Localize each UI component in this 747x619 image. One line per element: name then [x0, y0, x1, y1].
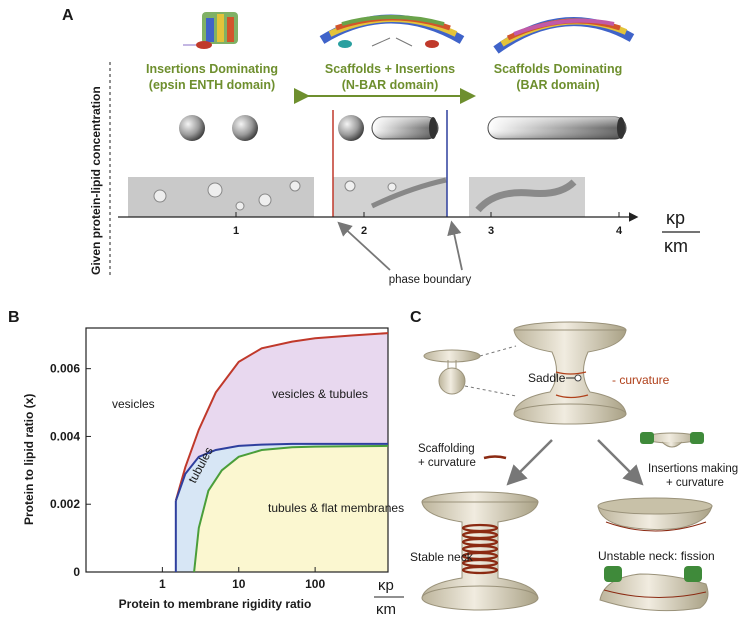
scaffolding-label-line2: + curvature [418, 457, 476, 469]
boundary-line-blue [174, 442, 388, 502]
panel-a: A Given protein-lipid concentration [62, 7, 700, 286]
panel-a-label: A [62, 7, 74, 24]
enth-structure-illustration [183, 12, 238, 49]
unstable-neck-label: Unstable neck: fission [598, 549, 715, 563]
vesicle-sphere [232, 115, 258, 141]
panel-b-x-axis-label: Protein to membrane rigidity ratio [119, 597, 312, 611]
insertions-label-line1: Insertions making [648, 463, 738, 475]
stable-neck-illustration [421, 491, 539, 611]
region-fill-tubules-flat [194, 445, 388, 572]
panel-a-tick-label: 2 [361, 225, 367, 237]
region-label-vesicles: vesicles [112, 397, 155, 411]
arrow-to-unstable-neck [597, 439, 644, 486]
phase-boundary-arrow-left [337, 221, 391, 271]
em-micrograph-tubules [469, 177, 585, 217]
panel-c: C Saddle - curvature Scaffolding + curva… [410, 309, 738, 612]
insertion-proteins-illustration [640, 432, 704, 448]
regime-1-subtitle: (epsin ENTH domain) [149, 78, 275, 92]
scaffolding-label-line1: Scaffolding [418, 443, 475, 455]
regime-1-title: Insertions Dominating [146, 62, 278, 76]
panel-a-tick-label: 1 [233, 225, 239, 237]
unstable-neck-illustration [597, 497, 713, 612]
panel-a-tick-label: 4 [616, 225, 623, 237]
panel-a-kappa-denominator: κm [664, 236, 688, 256]
x-tick-label: 1 [159, 577, 166, 591]
y-tick-label: 0.006 [50, 362, 80, 376]
short-tubule-shape [371, 116, 439, 140]
y-tick-label: 0.002 [50, 497, 80, 511]
panel-c-label: C [410, 309, 422, 326]
small-membrane-bud-illustration [423, 345, 517, 397]
regime-2-subtitle: (N-BAR domain) [342, 78, 439, 92]
boundary-line-red [174, 332, 389, 502]
panel-b-kappa-numerator: κp [378, 577, 394, 594]
scaffold-protein-icon [483, 455, 507, 460]
panel-b-chart: 1 10 100 0 0.002 0.004 0.006 [50, 327, 389, 591]
insertions-label-line2: + curvature [666, 477, 724, 489]
panel-b: B Protein to lipid ratio (x) 1 10 100 0 0.00… [8, 309, 404, 618]
region-label-tubules-flat-membranes: tubules & flat membranes [268, 501, 404, 515]
arrow-to-stable-neck [506, 439, 553, 486]
vesicle-sphere [179, 115, 205, 141]
x-tick-label: 100 [305, 577, 325, 591]
phase-boundary-label: phase boundary [389, 274, 472, 286]
panel-a-y-axis-label: Given protein-lipid concentration [89, 86, 103, 275]
regime-2-title: Scaffolds + Insertions [325, 62, 455, 76]
saddle-label: Saddle [528, 371, 566, 385]
long-tubule-shape [487, 116, 627, 140]
panel-b-label: B [8, 309, 20, 326]
panel-b-plot-frame [85, 327, 389, 573]
panel-a-kappa-numerator: κp [666, 208, 685, 228]
x-tick-label: 10 [232, 577, 246, 591]
panel-b-y-axis-label: Protein to lipid ratio (x) [22, 394, 36, 525]
stable-neck-label: Stable neck [410, 550, 474, 564]
region-label-vesicles-tubules: vesicles & tubules [272, 387, 368, 401]
em-micrograph-vesicles [128, 177, 314, 217]
vesicle-sphere [338, 115, 364, 141]
regime-3-title: Scaffolds Dominating [494, 62, 622, 76]
panel-a-tick-label: 3 [488, 225, 494, 237]
bar-structure-illustration [493, 17, 635, 54]
regime-3-subtitle: (BAR domain) [516, 78, 599, 92]
boundary-line-green [193, 444, 389, 573]
saddle-neck-illustration [513, 321, 627, 425]
em-micrograph-mixed [333, 177, 447, 217]
y-tick-label: 0 [73, 565, 80, 579]
nbar-structure-illustration [319, 14, 465, 48]
minus-curvature-label: - curvature [612, 373, 670, 387]
panel-b-kappa-denominator: κm [376, 601, 396, 618]
y-tick-label: 0.004 [50, 429, 80, 443]
phase-boundary-arrow-right [447, 220, 463, 271]
